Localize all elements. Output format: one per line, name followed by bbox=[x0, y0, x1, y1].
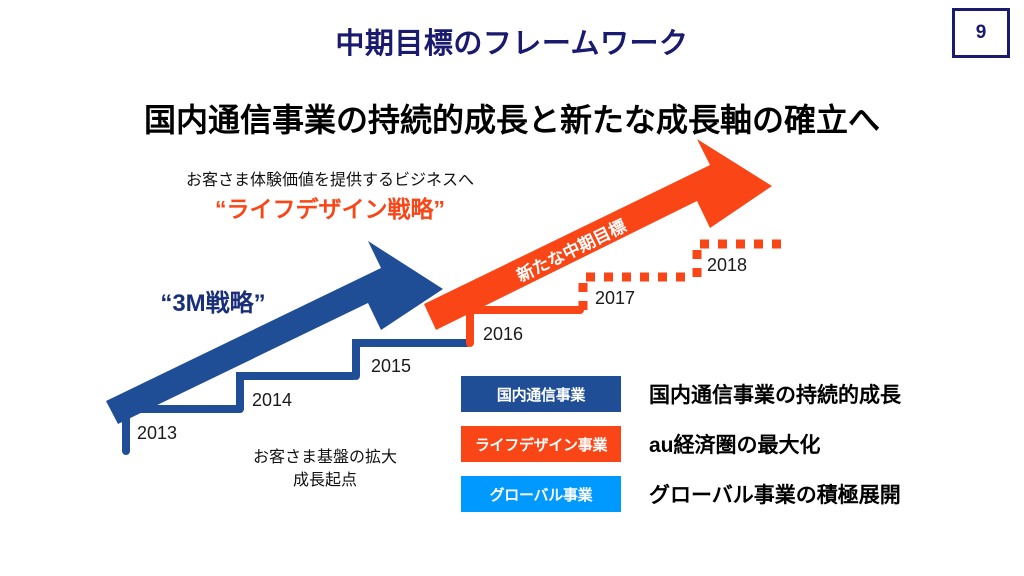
lifedesign-strategy-label: “ライフデザイン戦略” bbox=[215, 196, 445, 222]
step-2015 bbox=[352, 339, 471, 380]
year-label-2014: 2014 bbox=[252, 390, 293, 410]
legend-chip-life-design: ライフデザイン事業 bbox=[461, 426, 621, 462]
page-number-value: 9 bbox=[975, 22, 987, 43]
page-subtitle: 国内通信事業の持続的成長と新たな成長軸の確立へ bbox=[143, 102, 880, 138]
customer-base-caption: お客さま基盤の拡大成長起点 bbox=[252, 449, 397, 490]
year-label-2013: 2013 bbox=[137, 423, 178, 443]
navy-growth-arrow bbox=[106, 241, 443, 424]
legend-chip-label: グローバル事業 bbox=[489, 486, 593, 504]
year-label-2015: 2015 bbox=[371, 356, 412, 376]
legend-chip-label: ライフデザイン事業 bbox=[474, 436, 608, 454]
orange-growth-arrow bbox=[424, 139, 772, 330]
legend-description: グローバル事業の積極展開 bbox=[649, 484, 901, 507]
threem-strategy-label: “3M戦略” bbox=[160, 290, 266, 317]
lifedesign-caption: お客さま体験価値を提供するビジネスへ bbox=[185, 172, 474, 189]
legend-row: 国内通信事業 国内通信事業の持続的成長 bbox=[461, 376, 901, 412]
step-2014 bbox=[236, 372, 357, 413]
business-legend: 国内通信事業 国内通信事業の持続的成長 ライフデザイン事業 au経済圏の最大化 … bbox=[461, 376, 901, 526]
legend-description: 国内通信事業の持続的成長 bbox=[649, 384, 901, 407]
legend-chip-label: 国内通信事業 bbox=[496, 386, 586, 404]
year-label-2018: 2018 bbox=[707, 255, 748, 275]
legend-row: ライフデザイン事業 au経済圏の最大化 bbox=[461, 426, 901, 462]
year-label-2016: 2016 bbox=[483, 324, 524, 344]
page-title: 中期目標のフレームワーク bbox=[335, 28, 689, 60]
legend-chip-domestic-telecom: 国内通信事業 bbox=[461, 376, 621, 412]
legend-description: au経済圏の最大化 bbox=[649, 434, 821, 457]
legend-row: グローバル事業 グローバル事業の積極展開 bbox=[461, 476, 901, 512]
legend-chip-global: グローバル事業 bbox=[461, 476, 621, 512]
year-label-2017: 2017 bbox=[595, 288, 636, 308]
page-number-badge: 9 bbox=[952, 8, 1010, 58]
